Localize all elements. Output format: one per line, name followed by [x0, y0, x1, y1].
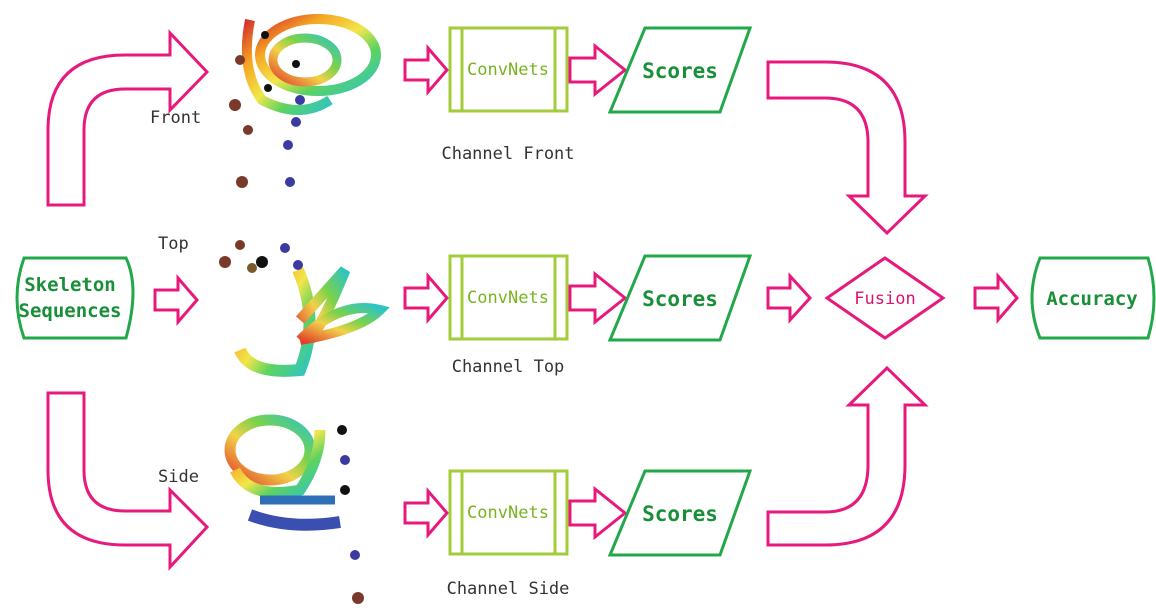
arrow-to-scores-front-icon	[568, 42, 628, 98]
skeleton-sequences-node: Skeleton Sequences	[15, 256, 135, 340]
scores-label-side: Scores	[642, 502, 718, 526]
arrow-to-top-icon	[153, 273, 199, 327]
input-label-line1: Skeleton	[24, 274, 116, 296]
convnets-label-front: ConvNets	[467, 60, 549, 80]
fusion-node: Fusion	[824, 256, 946, 340]
view-label-front: Front	[150, 108, 201, 128]
convnets-box-front: ConvNets	[448, 26, 569, 113]
convnets-label-side: ConvNets	[467, 503, 549, 523]
accuracy-label: Accuracy	[1046, 288, 1138, 310]
arrow-to-scores-top-icon	[568, 270, 628, 326]
curved-arrow-scores-side-to-fusion-icon	[766, 365, 929, 547]
scores-label-front: Scores	[642, 59, 718, 83]
convnets-box-top: ConvNets	[448, 254, 569, 341]
skeleton-image-top	[219, 240, 390, 377]
arrow-to-accuracy-icon	[973, 271, 1019, 325]
convnets-label-top: ConvNets	[467, 288, 549, 308]
arrow-to-convnets-side-icon	[403, 486, 449, 540]
view-label-side: Side	[158, 467, 199, 487]
scores-label-top: Scores	[642, 287, 718, 311]
scores-box-side: Scores	[607, 469, 753, 557]
scores-box-front: Scores	[607, 26, 753, 114]
view-label-top: Top	[158, 234, 189, 254]
curved-arrow-front-icon	[46, 29, 210, 207]
arrow-to-scores-side-icon	[568, 485, 628, 541]
convnets-box-side: ConvNets	[448, 469, 569, 556]
curved-arrow-side-icon	[46, 391, 210, 571]
scores-box-top: Scores	[607, 254, 753, 342]
arrow-to-convnets-front-icon	[403, 43, 449, 97]
channel-caption-side: Channel Side	[447, 579, 570, 599]
channel-caption-top: Channel Top	[452, 357, 565, 377]
arrow-to-convnets-top-icon	[403, 271, 449, 325]
channel-caption-front: Channel Front	[441, 144, 574, 164]
skeleton-image-side	[224, 414, 364, 604]
input-label-line2: Sequences	[19, 300, 122, 322]
accuracy-node: Accuracy	[1030, 256, 1156, 340]
arrow-to-fusion-icon	[766, 272, 813, 324]
skeleton-image-front	[229, 14, 381, 188]
curved-arrow-scores-front-to-fusion-icon	[766, 60, 929, 236]
fusion-label: Fusion	[854, 289, 915, 309]
